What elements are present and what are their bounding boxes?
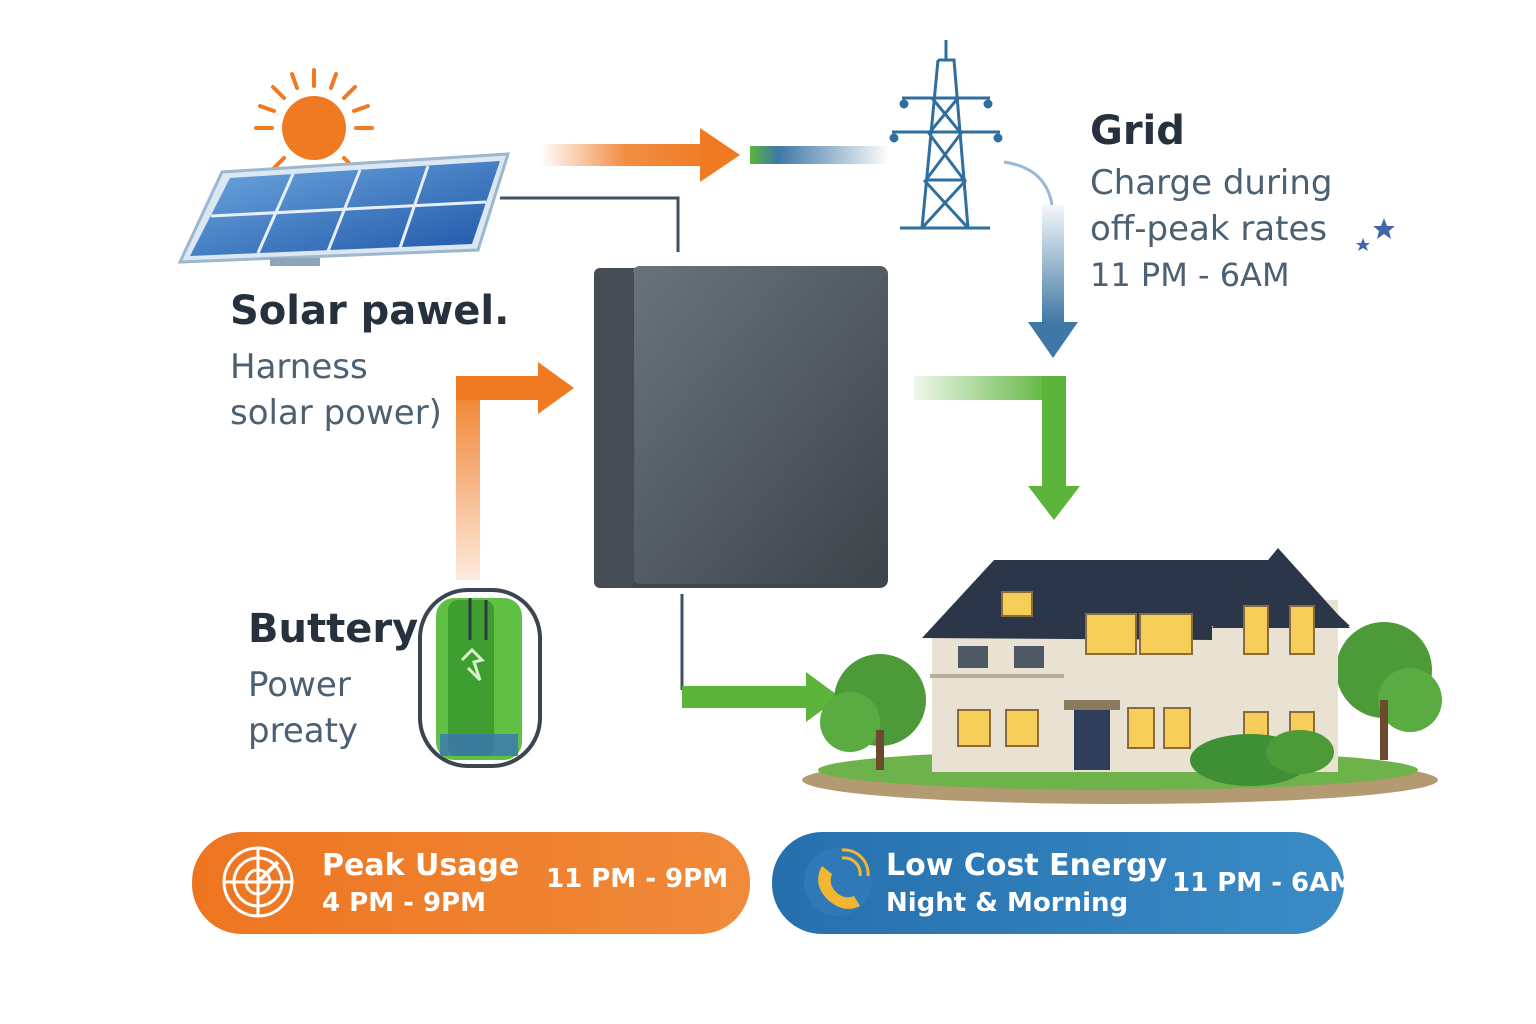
battery-title: Buttery	[248, 606, 419, 652]
solar-line-2: solar power)	[230, 393, 442, 433]
low-cost-range: 11 PM - 6AM	[1172, 868, 1356, 898]
grid-title: Grid	[1090, 108, 1185, 154]
solar-to-grid-arrow	[540, 128, 890, 182]
peak-usage-pill	[192, 832, 750, 934]
grid-line-3: 11 PM - 6AM	[1090, 256, 1290, 294]
solar-line-1: Harness	[230, 347, 368, 387]
solar-title: Solar pawel.	[230, 288, 510, 334]
battery-to-inverter-arrow	[456, 362, 574, 580]
house-image	[802, 548, 1442, 804]
peak-usage-range: 11 PM - 9PM	[546, 864, 729, 894]
inverter-box	[594, 266, 888, 588]
battery-line-2: preaty	[248, 711, 359, 751]
transmission-tower-icon	[889, 40, 1003, 230]
low-cost-subtitle: Night & Morning	[886, 888, 1129, 918]
inverter-to-house-arrow	[914, 376, 1080, 520]
peak-usage-title: Peak Usage	[322, 848, 520, 883]
peak-usage-time: 4 PM - 9PM	[322, 888, 486, 918]
low-cost-title: Low Cost Energy	[886, 848, 1168, 883]
solar-connector-line	[500, 196, 680, 252]
gauge-icon	[222, 846, 294, 918]
grid-line-2: off-peak rates	[1090, 209, 1328, 249]
battery-image	[418, 588, 542, 768]
sun-icon	[254, 68, 374, 188]
solar-panel-image	[177, 152, 511, 266]
grid-line-1: Charge during	[1090, 163, 1333, 203]
low-cost-energy-pill	[772, 832, 1344, 934]
grid-to-house-arrow	[1003, 160, 1078, 358]
battery-line-1: Power	[248, 665, 351, 705]
inverter-to-house-lower-arrow	[680, 594, 840, 722]
star-decoration	[1356, 218, 1395, 251]
phone-moon-icon	[804, 848, 872, 916]
